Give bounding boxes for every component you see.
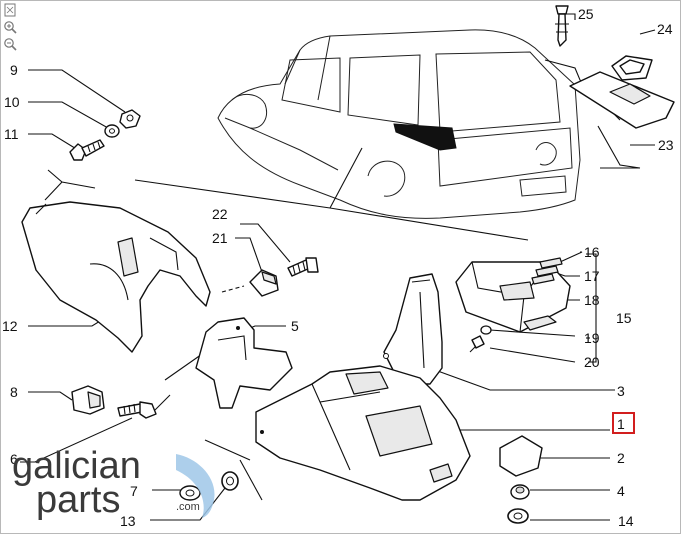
callout-2[interactable]: 2	[617, 450, 625, 466]
part-console-1[interactable]	[255, 365, 471, 501]
part-panel-23[interactable]	[569, 71, 675, 129]
brand-suffix: .com	[176, 501, 200, 513]
callout-8[interactable]: 8	[10, 384, 18, 400]
part-washer-10[interactable]	[104, 124, 120, 138]
part-strip-17[interactable]	[535, 265, 559, 277]
callout-12[interactable]: 12	[2, 318, 18, 334]
part-screw-20[interactable]	[469, 335, 485, 353]
part-strip-18[interactable]	[531, 273, 555, 285]
callout-14[interactable]: 14	[618, 513, 634, 529]
part-screw-22[interactable]	[287, 257, 319, 277]
selected-callout-highlight	[612, 412, 635, 434]
part-nut-9[interactable]	[119, 109, 141, 129]
callout-21[interactable]: 21	[212, 230, 228, 246]
callout-22[interactable]: 22	[212, 206, 228, 222]
callout-labels: 1 2 3 4 5 6 7 8 9 10 11 12 13 14 15 16 1…	[2, 6, 674, 529]
part-plug-21[interactable]	[249, 269, 279, 297]
callout-18[interactable]: 18	[584, 292, 600, 308]
brand-line1: galician	[12, 445, 141, 487]
viewer-toolbar	[3, 3, 19, 54]
callout-13[interactable]: 13	[120, 513, 136, 529]
part-screw-6[interactable]	[117, 401, 157, 419]
zoom-in-icon[interactable]	[3, 20, 17, 34]
part-bracket-5[interactable]	[195, 317, 293, 409]
part-cap-2[interactable]	[499, 435, 543, 477]
callout-16[interactable]: 16	[584, 244, 600, 260]
callout-4[interactable]: 4	[617, 483, 625, 499]
part-7[interactable]	[179, 485, 201, 501]
part-strip-16[interactable]	[539, 257, 563, 269]
callout-20[interactable]: 20	[584, 354, 600, 370]
car-outline	[217, 29, 581, 219]
part-boot-3[interactable]	[383, 273, 443, 385]
callout-10[interactable]: 10	[4, 94, 20, 110]
callout-11[interactable]: 11	[4, 126, 19, 142]
callout-5[interactable]: 5	[291, 318, 299, 334]
callout-3[interactable]: 3	[617, 383, 625, 399]
callout-15[interactable]: 15	[616, 310, 632, 326]
zoom-out-icon[interactable]	[3, 37, 17, 51]
brand-line2: parts	[36, 479, 120, 521]
brand-logo: galician parts .com	[12, 445, 215, 521]
callout-1[interactable]: 1	[617, 416, 625, 432]
part-19[interactable]	[480, 325, 492, 335]
callout-25[interactable]: 25	[578, 6, 594, 22]
callout-9[interactable]: 9	[10, 62, 18, 78]
part-24[interactable]	[611, 55, 653, 81]
part-bolt-11[interactable]	[69, 139, 105, 161]
part-clip-8[interactable]	[71, 385, 105, 415]
part-clip-25[interactable]	[555, 5, 569, 47]
callout-19[interactable]: 19	[584, 330, 600, 346]
part-cover-12[interactable]	[21, 201, 211, 353]
fit-page-icon[interactable]	[3, 3, 17, 17]
callout-24[interactable]: 24	[657, 21, 673, 37]
callout-6[interactable]: 6	[10, 451, 18, 467]
part-washer-14[interactable]	[507, 508, 529, 524]
part-grommet-4[interactable]	[510, 484, 530, 500]
callout-23[interactable]: 23	[658, 137, 674, 153]
callout-7[interactable]: 7	[130, 483, 138, 499]
callout-17[interactable]: 17	[584, 268, 600, 284]
part-washer-13[interactable]	[221, 471, 239, 491]
